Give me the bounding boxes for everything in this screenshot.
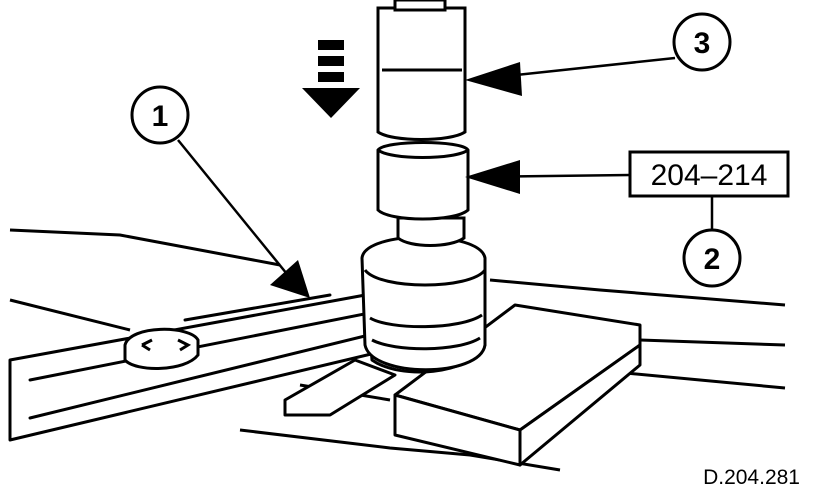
rail-left-mid xyxy=(9,298,131,332)
rail-right-mid xyxy=(639,338,786,347)
press-direction-arrow xyxy=(302,40,360,118)
wrench-bar-line xyxy=(183,293,332,322)
callout-2-circle xyxy=(682,228,742,288)
arrow-dash-2 xyxy=(318,56,344,66)
leader-1 xyxy=(177,139,301,291)
wrench-edge-line-2 xyxy=(28,323,412,420)
nut-collar xyxy=(396,216,466,247)
rail-right-low xyxy=(614,370,786,390)
callout-1: 1 xyxy=(130,85,190,145)
callout-3-label: 3 xyxy=(694,27,711,60)
bolt-head xyxy=(123,327,200,370)
support-block xyxy=(283,303,642,467)
nut-body xyxy=(360,235,487,372)
rail-right-upper xyxy=(489,278,786,307)
sleeve-body xyxy=(376,6,467,141)
arrow-dash-3 xyxy=(318,72,344,82)
bolt-hex xyxy=(123,327,200,370)
callout-3: 3 xyxy=(672,12,732,72)
block-side xyxy=(518,343,642,467)
rail-top-left xyxy=(9,228,281,267)
arrow-head xyxy=(302,88,360,118)
arrowhead-2 xyxy=(465,160,520,194)
adapter-tool xyxy=(376,141,470,221)
callout-1-circle xyxy=(130,85,190,145)
nut-band-top xyxy=(363,268,487,287)
leader-arrowheads xyxy=(270,62,522,298)
tool-number-label: 204–214 xyxy=(651,159,768,192)
nut-band-low xyxy=(371,336,481,351)
block-under xyxy=(283,358,397,417)
bolt-hex-mark xyxy=(141,338,192,352)
figure-id: D.204.281 xyxy=(703,466,800,489)
callout-2: 2 xyxy=(682,228,742,288)
arrowhead-1 xyxy=(270,260,310,298)
tool-number-frame xyxy=(628,150,790,198)
adapter-body xyxy=(376,141,470,221)
nut-band-mid xyxy=(369,313,483,329)
arrow-dash-1 xyxy=(318,40,344,50)
arrowhead-3 xyxy=(465,62,522,96)
wrench-edge-line-1 xyxy=(28,303,412,382)
callout-1-label: 1 xyxy=(152,100,169,133)
tool-number-box: 204–214 xyxy=(628,150,790,198)
callout-3-circle xyxy=(672,12,732,72)
callout-2-label: 2 xyxy=(704,243,721,276)
sleeve-ram xyxy=(393,0,447,12)
press-sleeve xyxy=(376,0,467,141)
adapter-rim xyxy=(377,148,469,159)
press-nut xyxy=(360,216,487,372)
